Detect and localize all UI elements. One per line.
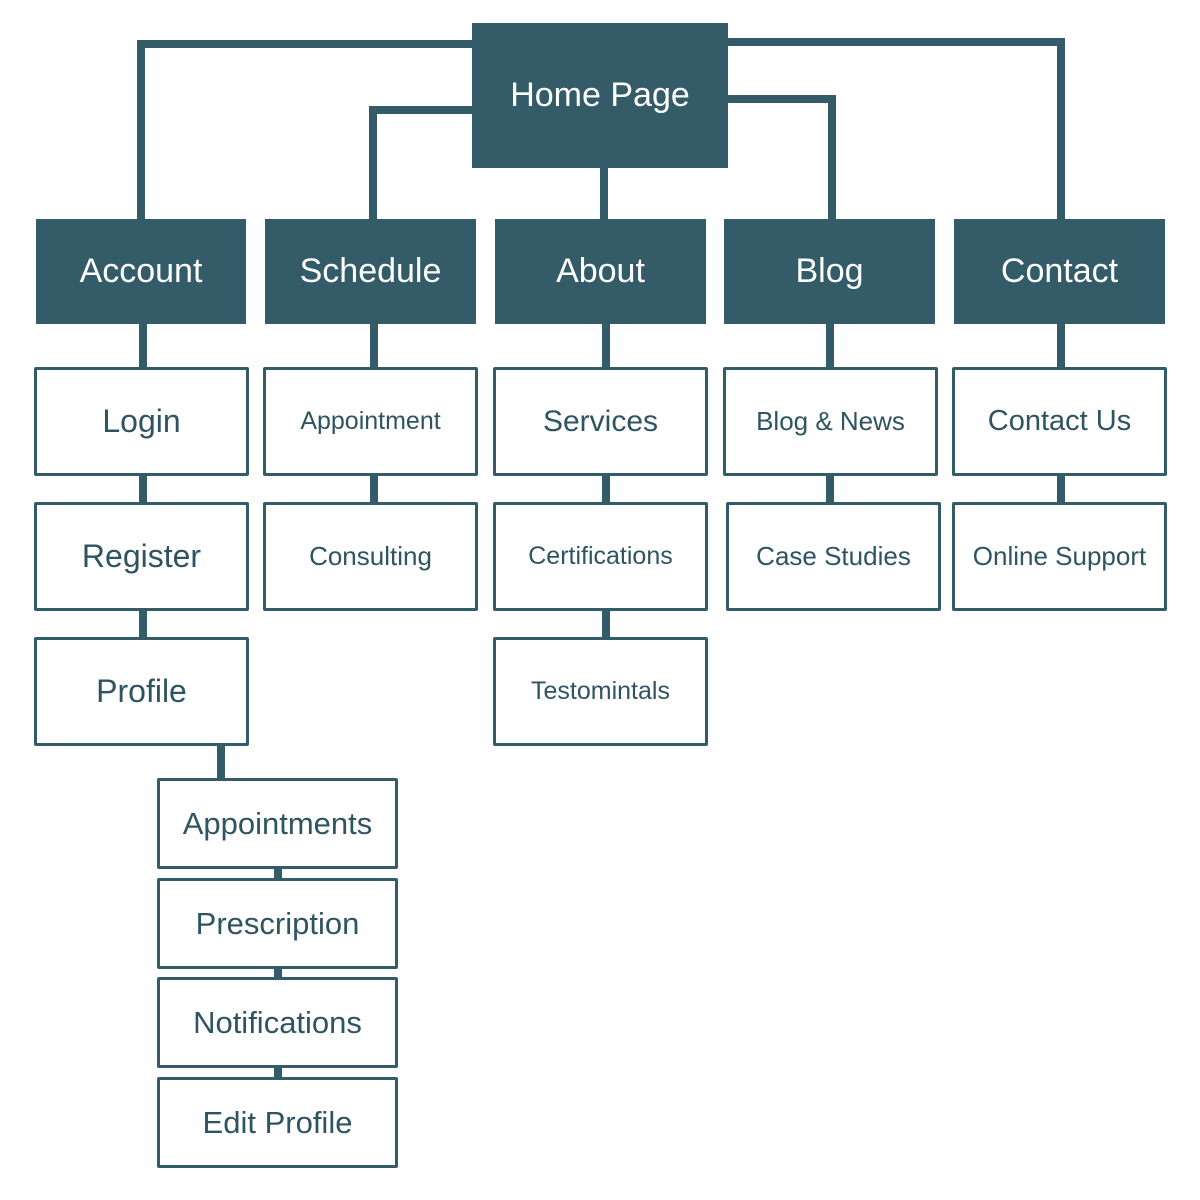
node-account: Account	[36, 219, 246, 324]
node-contact-us: Contact Us	[952, 367, 1167, 476]
node-home-page: Home Page	[472, 23, 728, 168]
node-case-studies: Case Studies	[726, 502, 941, 611]
node-appointment: Appointment	[263, 367, 478, 476]
node-blog-news: Blog & News	[723, 367, 938, 476]
node-profile: Profile	[34, 637, 249, 746]
node-online-support: Online Support	[952, 502, 1167, 611]
node-blog: Blog	[724, 219, 935, 324]
node-consulting: Consulting	[263, 502, 478, 611]
node-prescription: Prescription	[157, 878, 398, 969]
node-testimonials: Testomintals	[493, 637, 708, 746]
node-notifications: Notifications	[157, 977, 398, 1068]
node-appointments: Appointments	[157, 778, 398, 869]
node-register: Register	[34, 502, 249, 611]
node-services: Services	[493, 367, 708, 476]
node-edit-profile: Edit Profile	[157, 1077, 398, 1168]
node-contact: Contact	[954, 219, 1165, 324]
node-about: About	[495, 219, 706, 324]
node-login: Login	[34, 367, 249, 476]
node-schedule: Schedule	[265, 219, 476, 324]
node-certifications: Certifications	[493, 502, 708, 611]
